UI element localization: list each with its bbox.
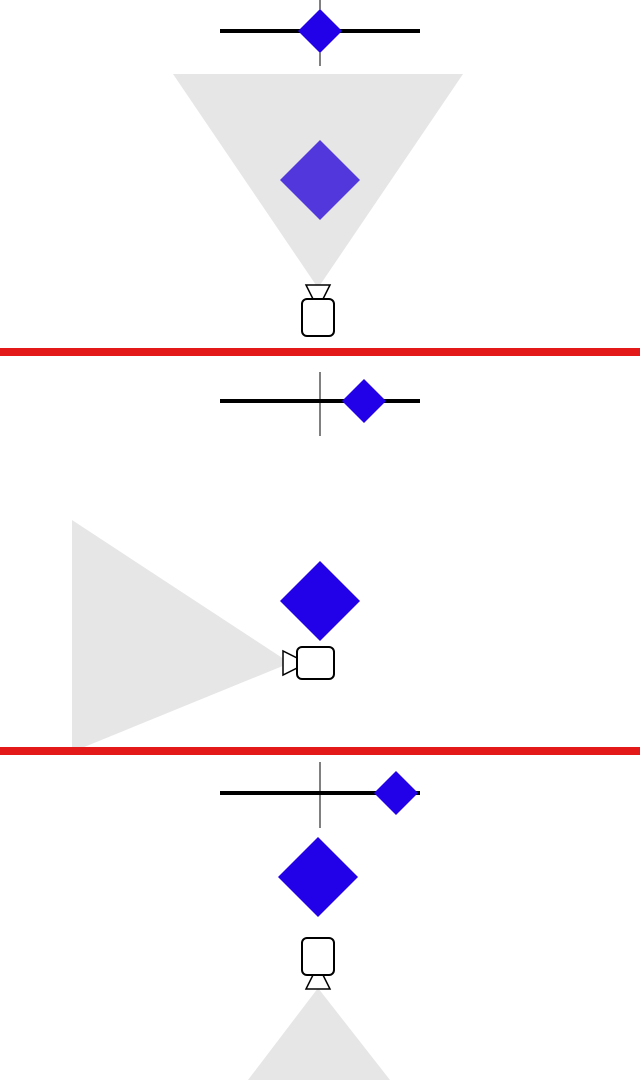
slider-knob[interactable] (374, 771, 418, 815)
view-cone (248, 988, 390, 1080)
panel-2 (72, 372, 420, 752)
panel-separator-2 (0, 747, 640, 755)
camera-icon (301, 284, 335, 337)
target-diamond-icon (280, 561, 360, 641)
panel-3 (220, 762, 420, 1080)
panel-separator-1 (0, 348, 640, 356)
target-diamond-icon (278, 837, 358, 917)
panel-1 (173, 0, 463, 337)
target-diamond-icon (280, 140, 360, 220)
camera-lens (304, 974, 332, 990)
camera-icon (301, 937, 335, 990)
slider-knob[interactable] (342, 379, 386, 423)
camera-body (301, 298, 335, 337)
camera-lens (282, 649, 298, 677)
camera-lens (304, 284, 332, 300)
view-cone (72, 520, 290, 752)
camera-body (296, 646, 335, 680)
camera-icon (282, 646, 335, 680)
camera-body (301, 937, 335, 976)
slider-knob[interactable] (298, 9, 342, 53)
